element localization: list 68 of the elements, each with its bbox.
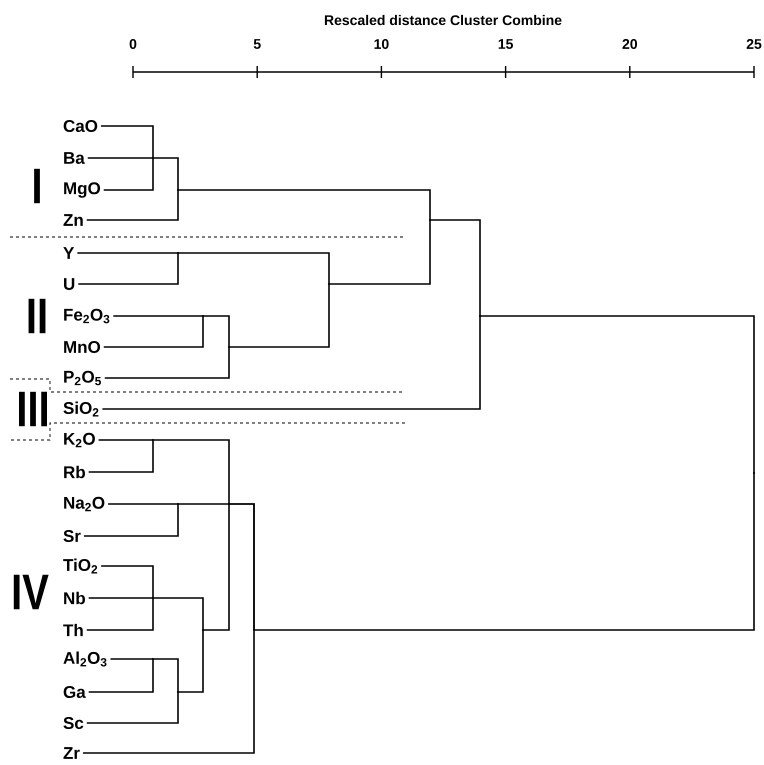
dendrogram-branch [203,504,230,631]
leaf-label: Y [63,247,74,259]
tick-label: 25 [746,39,762,49]
dendrogram-branch [104,316,204,348]
dendrogram-branch [229,503,255,630]
leaf-label: U [64,278,74,290]
dendrogram-branch [88,659,154,693]
leaf-label: Al$_{2}$O$_{3}$ [63,652,107,667]
dendrogram-branch [100,125,154,158]
dendrogram-branch [178,189,431,220]
dendrogram-branch [178,252,330,284]
leaf-label: Rb [64,466,85,478]
leaf-label: CaO [64,120,98,132]
leaf-label: MnO [64,340,100,354]
dendrogram-branch [86,190,179,221]
leaf-label: Sr [63,530,81,542]
leaf-label: MgO [64,182,100,198]
dendrogram-branch [104,158,154,191]
dendrogram-branch [108,503,178,505]
tick-label: 5 [254,39,261,49]
dendrogram-branch [480,315,755,473]
dendrogram-branch [153,157,179,190]
leaf-label: SiO$_{2}$ [63,402,98,416]
dendrogram-branch [86,692,179,724]
dendrogram-branch [430,219,481,316]
tick-label: 0 [130,39,136,49]
dendrogram-branch [88,157,153,159]
group-numeral: III [19,392,47,426]
group-numeral: IV [14,574,49,610]
dendrogram-branch [113,315,203,317]
group-numeral: II [28,298,46,334]
tick-label: 10 [374,39,389,49]
leaf-label: Sc [63,716,84,730]
leaf-label: P$_{2}$O$_{5}$ [64,370,101,386]
dendrogram-branch [110,658,153,660]
leaf-label: Th [63,624,83,636]
dendrogram-branch [88,597,153,599]
leaf-label: Ba [64,152,85,164]
dendrogram-branch [153,597,204,630]
dendrogram-branch [88,440,154,473]
dendrogram-branch [86,598,154,631]
dendrogram-branch [83,630,255,754]
leaf-label: Zn [64,214,83,226]
dendrogram-branch [329,220,431,285]
dendrogram-branch [203,315,230,347]
dendrogram-branch [101,565,154,598]
leaf-label: Ga [64,686,86,698]
dendrogram-branch [254,473,755,631]
leaf-label: Nb [64,592,85,604]
leaf-label: TiO$_{2}$ [63,558,98,574]
leaf-label: K$_{2}$O [64,432,95,448]
dendrogram-branch [104,347,230,379]
dendrogram-branch [84,504,179,537]
dendrogram-branch [78,253,179,285]
group-numeral: I [34,168,40,204]
dendrogram-branch [153,658,179,692]
leaf-label: Fe$_{2}$O$_{3}$ [64,308,110,324]
leaf-label: Zr [64,747,80,759]
leaf-label: Na$_{2}$O [64,496,104,512]
dendrogram-branch [77,252,178,254]
dendrogram-branch [178,630,204,693]
dendrogram-branch [98,439,153,441]
dendrogram-branch [229,284,330,348]
axis-title: Rescaled distance Cluster Combine [324,14,562,26]
dendrogram-branch [102,316,481,410]
tick-label: 20 [622,39,638,49]
dendrogram-branch [153,439,230,504]
tick-label: 15 [498,39,513,49]
